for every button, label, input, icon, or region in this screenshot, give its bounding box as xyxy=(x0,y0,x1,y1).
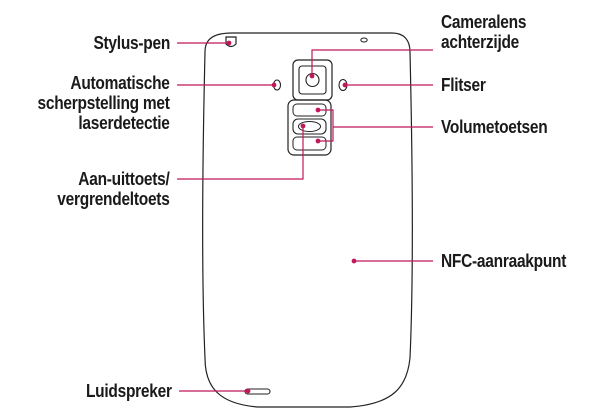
leader-line-power-lock xyxy=(177,126,304,180)
leader-dot-flash xyxy=(342,82,348,88)
label-volume-keys: Volumetoetsen xyxy=(441,117,548,137)
volume-key-down xyxy=(292,136,327,151)
label-flash: Flitser xyxy=(441,75,486,95)
stylus-pen-slot xyxy=(225,36,237,48)
leader-dot-autofocus xyxy=(271,82,277,88)
leader-bracket-volume xyxy=(318,109,334,142)
phone-body-outline xyxy=(202,32,413,408)
leader-line-camera xyxy=(311,49,433,76)
label-nfc: NFC-aanraakpunt xyxy=(441,251,567,271)
label-power-lock: Aan-uittoets/ vergrendeltoets xyxy=(57,169,171,209)
leader-dot-volume-up xyxy=(315,107,321,113)
power-lock-key-center xyxy=(298,121,321,132)
leader-dot-nfc xyxy=(351,258,357,264)
leader-dot-volume-down xyxy=(315,138,321,144)
label-camera-lens: Cameralens achterzijde xyxy=(441,12,527,52)
label-autofocus: Automatische scherpstelling met laserdet… xyxy=(37,73,170,133)
label-speaker: Luidspreker xyxy=(86,381,172,401)
leader-dot-stylus xyxy=(226,40,232,46)
microphone-hole xyxy=(360,37,368,43)
rear-button-cluster xyxy=(287,99,332,156)
leader-dot-speaker xyxy=(245,388,251,394)
leader-dot-camera xyxy=(309,73,315,79)
label-stylus-pen: Stylus-pen xyxy=(93,33,170,53)
power-lock-key xyxy=(292,118,327,135)
leader-dot-power-lock xyxy=(300,123,306,129)
